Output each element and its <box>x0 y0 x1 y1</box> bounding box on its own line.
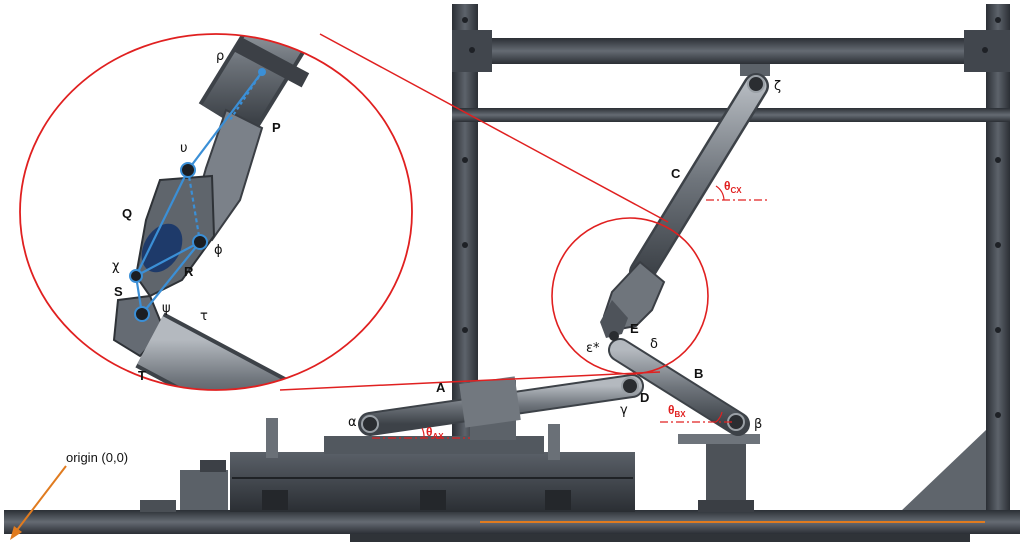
label-rho: ρ <box>216 49 224 64</box>
base-rail-underside <box>350 534 970 542</box>
zoom-joint-psi <box>134 306 150 322</box>
label-e: E <box>630 321 639 336</box>
callout-zoom-content <box>112 34 328 390</box>
callout-large-ellipse-border <box>19 33 413 391</box>
zoom-joint-chi <box>129 269 143 283</box>
zoom-callout <box>19 33 709 391</box>
frame-bolts <box>462 17 1001 418</box>
zoom-dark-hub <box>141 223 183 273</box>
motor-fins <box>200 460 226 472</box>
label-gamma: γ <box>620 403 628 418</box>
label-q: Q <box>122 206 132 221</box>
callout-line-bottom <box>279 371 661 391</box>
label-epsilon: ε* <box>586 341 600 356</box>
angle-labels: θCX θBX θAX <box>426 179 742 441</box>
label-alpha: α <box>348 415 357 430</box>
lower-carriage <box>140 380 760 512</box>
beta-pedestal-foot <box>698 500 754 512</box>
clamp-post-right <box>548 424 560 460</box>
label-chi: χ <box>112 259 120 274</box>
label-psi: ψ <box>162 301 171 316</box>
label-delta: δ <box>650 337 658 352</box>
joint-labels: α β γ δ ε* ζ ρ υ ϕ χ ψ τ <box>112 49 781 432</box>
arc-cx <box>715 185 725 201</box>
linkage-lines <box>134 71 263 315</box>
joint-zeta <box>747 75 765 93</box>
frame-post-right <box>986 4 1010 522</box>
angle-cx-label: θCX <box>724 179 742 195</box>
label-upsilon: υ <box>180 141 188 156</box>
joint-epsilon <box>609 331 619 341</box>
zoom-collar <box>232 36 310 88</box>
frame-top-beam <box>452 38 1010 64</box>
arc-ax <box>421 427 425 439</box>
actuator-a-body <box>459 376 521 428</box>
label-r: R <box>184 264 194 279</box>
zoom-joint-rho <box>258 68 266 76</box>
joint-d <box>625 383 635 393</box>
angle-ax-label: θAX <box>426 425 444 441</box>
label-b: B <box>694 366 703 381</box>
label-c: C <box>671 166 681 181</box>
carriage-foot-mid <box>420 490 446 510</box>
carriage-foot-right <box>545 490 571 510</box>
frame-gusset-right <box>900 430 986 512</box>
zoom-joint-phi <box>192 234 208 250</box>
label-p: P <box>272 120 281 135</box>
small-block <box>140 500 176 512</box>
label-zeta: ζ <box>774 79 781 94</box>
arc-bx <box>715 411 723 423</box>
clamp-post-left <box>266 418 278 458</box>
joint-alpha <box>361 415 379 433</box>
origin-marker: origin (0,0) <box>10 450 128 540</box>
actuator-c <box>629 64 770 285</box>
label-s: S <box>114 284 123 299</box>
label-a: A <box>436 380 446 395</box>
origin-label: origin (0,0) <box>66 450 128 465</box>
label-d: D <box>640 390 649 405</box>
label-beta: β <box>754 417 762 432</box>
zeta-mount <box>740 64 770 76</box>
beta-pedestal-plate <box>678 434 760 444</box>
beta-pedestal-column <box>706 444 746 510</box>
actuator-b <box>608 338 750 436</box>
callout-small-circle <box>551 217 709 375</box>
label-tau: τ <box>200 309 208 324</box>
support-frame <box>4 4 1020 542</box>
actuator-a <box>358 374 644 436</box>
carriage-plate <box>324 436 544 454</box>
motor-block <box>180 470 228 510</box>
part-labels: A B C D E P Q R S T <box>114 120 703 405</box>
wrist-assembly <box>600 260 666 393</box>
zoom-joint-upsilon <box>180 162 196 178</box>
angle-bx-label: θBX <box>668 403 686 419</box>
label-t: T <box>138 368 146 383</box>
callout-line-top <box>319 33 669 223</box>
angle-references <box>372 185 770 439</box>
label-phi: ϕ <box>214 243 223 258</box>
carriage-foot-left <box>262 490 288 510</box>
